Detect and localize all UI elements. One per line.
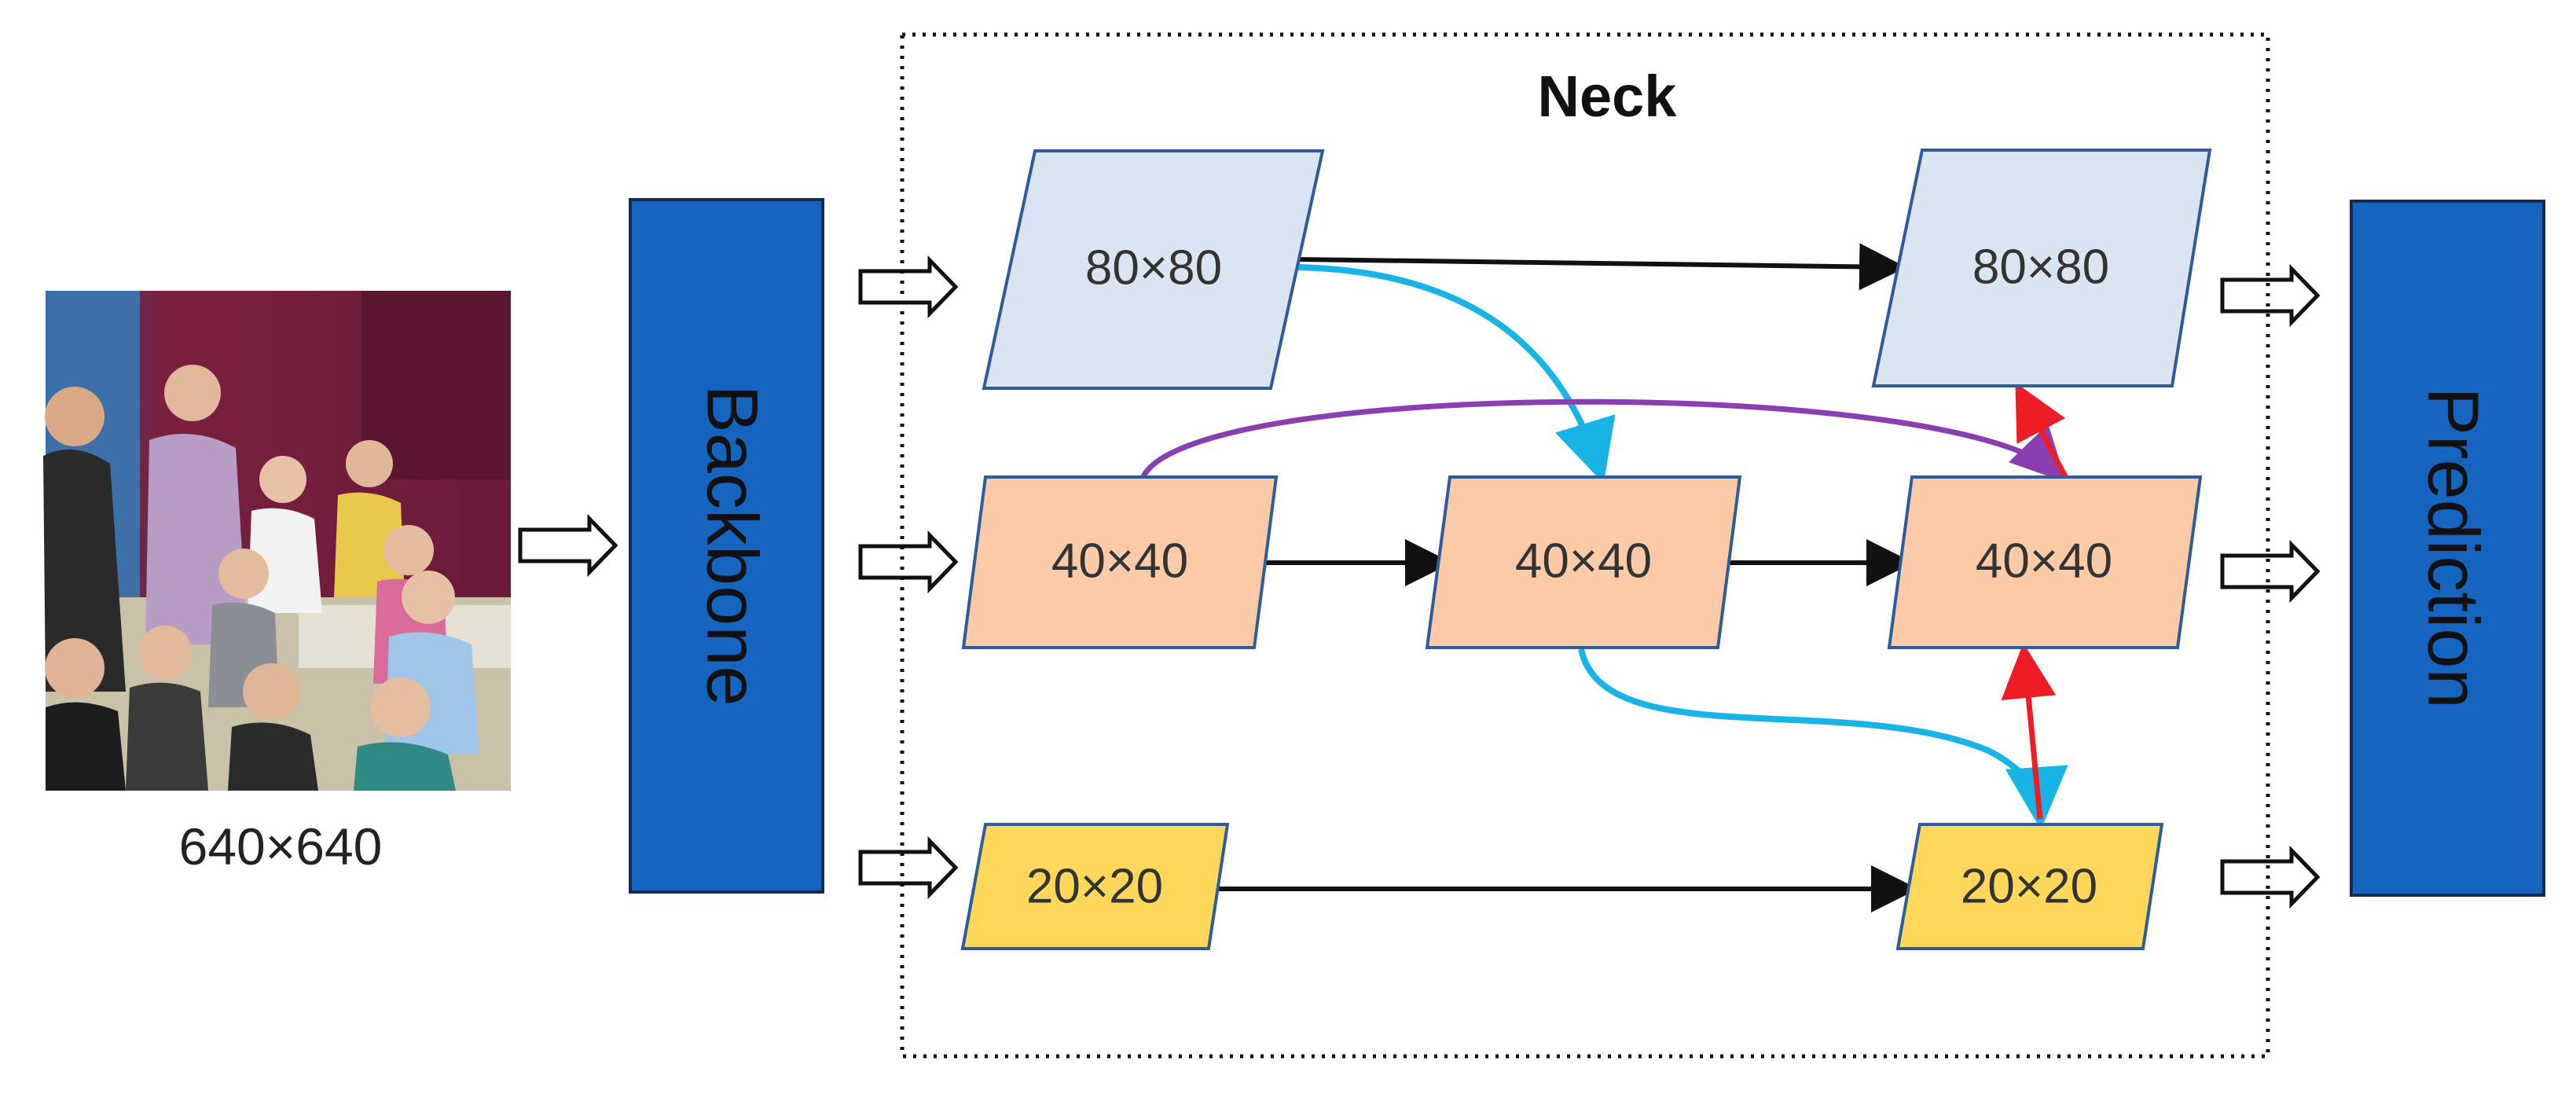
neck-node-r40: 40×40 xyxy=(1887,475,2203,649)
neck-node-label: 80×80 xyxy=(1972,240,2109,294)
connections xyxy=(1140,243,2068,912)
arrow-r40-r80 xyxy=(2015,382,2068,478)
hollow-arrow-icon xyxy=(858,255,959,319)
hollow-arrow-icon xyxy=(518,513,618,578)
prediction-label: Prediction xyxy=(2413,387,2493,708)
neck-node-m40: 40×40 xyxy=(1425,475,1742,649)
input-size-label: 640×640 xyxy=(179,817,383,876)
arrow-r20-r40 xyxy=(2001,643,2057,820)
arrow-l80-r80 xyxy=(1296,243,1906,291)
neck-node-l20: 20×20 xyxy=(960,823,1230,950)
neck-node-l80: 80×80 xyxy=(982,149,1325,390)
neck-node-l40: 40×40 xyxy=(961,475,1279,649)
arrow-m40-r20 xyxy=(1578,648,2068,830)
neck-node-label: 40×40 xyxy=(1976,534,2112,588)
arrow-l80-m40 xyxy=(1296,264,1616,484)
neck-node-label: 40×40 xyxy=(1515,534,1652,588)
neck-node-r80: 80×80 xyxy=(1871,149,2212,387)
backbone-label: Backbone xyxy=(692,384,772,706)
neck-node-r20: 20×20 xyxy=(1895,823,2164,950)
prediction-block: Prediction xyxy=(2350,200,2545,897)
hollow-arrow-icon xyxy=(858,530,959,594)
neck-node-label: 20×20 xyxy=(1026,859,1163,913)
arrow-l40-r40 xyxy=(1140,398,2067,483)
neck-node-label: 20×20 xyxy=(1961,859,2097,913)
classroom-photo-icon xyxy=(43,291,511,791)
backbone-block: Backbone xyxy=(629,198,824,894)
hollow-arrow-icon xyxy=(858,835,959,900)
neck-node-label: 40×40 xyxy=(1051,534,1188,588)
hollow-arrows xyxy=(518,255,2321,909)
neck-node-label: 80×80 xyxy=(1085,240,1222,295)
neck-frame: Neck xyxy=(900,32,2270,1059)
neck-title: Neck xyxy=(1538,64,1678,129)
